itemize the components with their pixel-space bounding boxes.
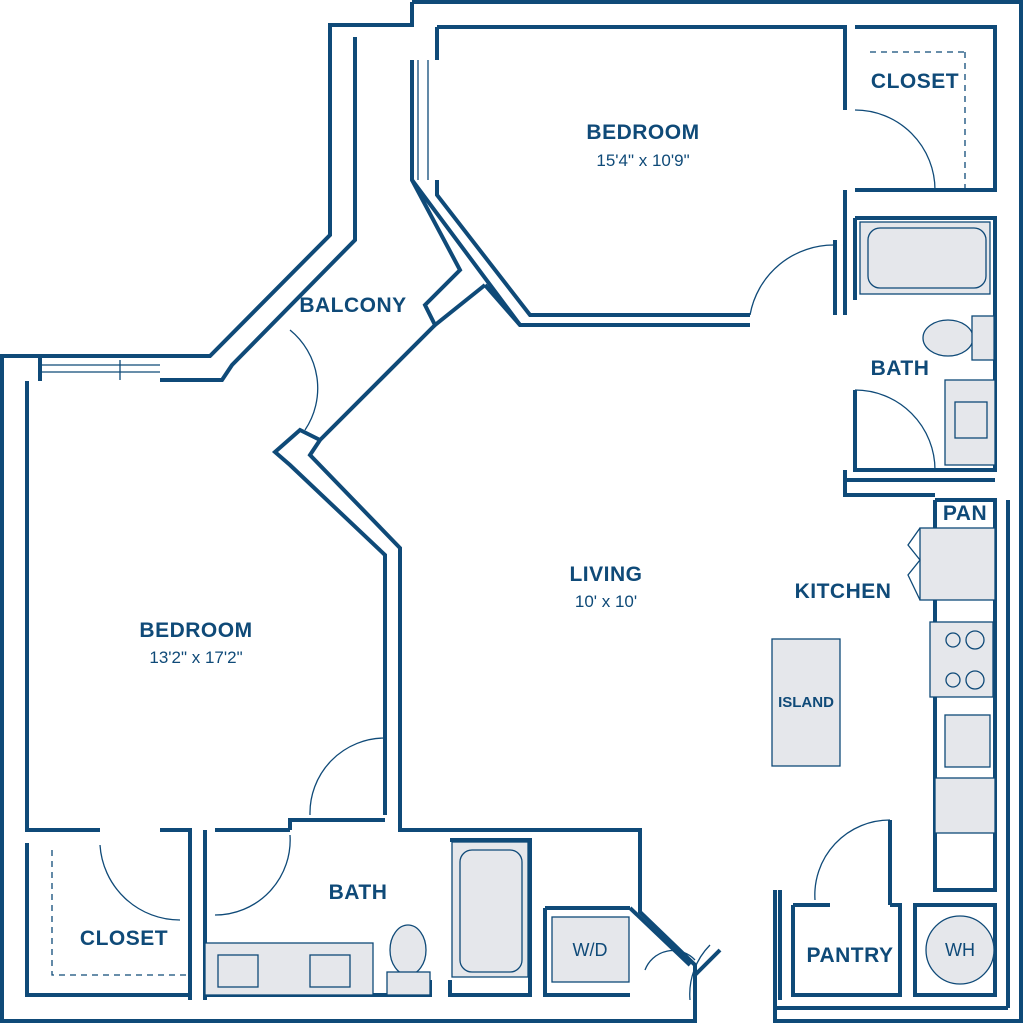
washer-dryer-label: W/D — [573, 940, 608, 960]
stove — [929, 621, 994, 698]
living-label: LIVING — [569, 563, 642, 586]
island-label: ISLAND — [778, 694, 834, 711]
kitchen-label: KITCHEN — [795, 580, 892, 603]
water-heater — [925, 915, 995, 985]
fixtures: ISLAND W/D WH — [204, 221, 996, 996]
room-labels: BEDROOM 15'4" x 10'9" BEDROOM 13'2" x 17… — [80, 70, 987, 967]
balcony-label: BALCONY — [299, 294, 406, 317]
pantry-small-label: PAN — [943, 502, 987, 525]
doors — [51, 51, 966, 1001]
bedroom-top-label: BEDROOM — [586, 121, 699, 144]
bath-right-label: BATH — [871, 357, 930, 380]
refrigerator — [919, 527, 996, 601]
bedroom-top-dims: 15'4" x 10'9" — [596, 151, 689, 170]
toilet-right-icon — [922, 319, 974, 357]
bedroom-left-label: BEDROOM — [139, 619, 252, 642]
bathtub-top — [859, 221, 991, 295]
pantry-label: PANTRY — [807, 944, 894, 967]
windows — [40, 60, 429, 380]
bedroom-left-dims: 13'2" x 17'2" — [149, 648, 242, 667]
vanity — [204, 942, 374, 996]
living-dims: 10' x 10' — [575, 592, 637, 611]
closet-top-label: CLOSET — [871, 70, 959, 93]
bath-bottom-label: BATH — [329, 881, 388, 904]
washer-dryer — [551, 916, 630, 983]
island — [771, 638, 841, 767]
bathtub-bottom — [451, 841, 529, 978]
water-heater-label: WH — [945, 940, 975, 960]
toilet-bottom-icon — [389, 924, 427, 976]
closet-bottom-label: CLOSET — [80, 927, 168, 950]
